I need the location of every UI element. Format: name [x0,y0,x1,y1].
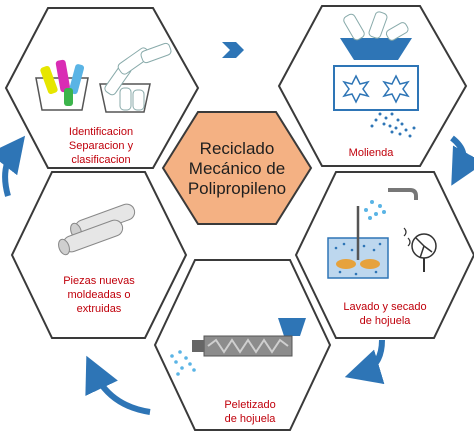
center-title-line-1: Reciclado [200,139,275,158]
extruder-icon [170,318,306,376]
step-piezas-line-2: moldeadas o [68,289,131,301]
arrow-top-icon [222,42,244,58]
step-peletizado: Peletizado de hojuela [153,259,332,431]
step-lavado-line-1: Lavado y secado [343,301,426,313]
curved-arrow-icon [0,135,26,197]
flow-arrows [0,42,474,415]
step-peletizado-line-2: de hojuela [225,413,277,425]
step-identificacion-line-1: Identificacion [69,126,133,138]
pipes-icon [58,203,136,256]
step-peletizado-line-1: Peletizado [224,399,275,411]
step-identificacion: Identificacion Separacion y clasificacio… [4,7,200,169]
step-piezas-line-1: Piezas nuevas [63,275,135,287]
grinder-icon [333,11,419,138]
center-title-line-2: Mecánico de [189,159,285,178]
center-hexagon [161,111,313,225]
step-lavado-line-2: de hojuela [360,315,412,327]
step-piezas-line-3: extruidas [77,303,122,315]
curved-arrow-icon [85,355,151,415]
step-identificacion-line-2: Separacion y [69,140,134,152]
center-title-line-3: Polipropileno [188,179,286,198]
step-molienda: Molienda [277,5,468,167]
washing-tank-icon [327,188,437,279]
curved-arrow-icon [450,135,474,186]
curved-arrow-icon [344,339,385,385]
recycle-bottles-icon [35,42,172,113]
step-molienda-line-1: Molienda [349,147,395,159]
step-identificacion-line-3: clasificacion [71,154,130,166]
step-lavado: Lavado y secado de hojuela [294,171,474,339]
step-piezas: Piezas nuevas moldeadas o extruidas [10,171,188,339]
